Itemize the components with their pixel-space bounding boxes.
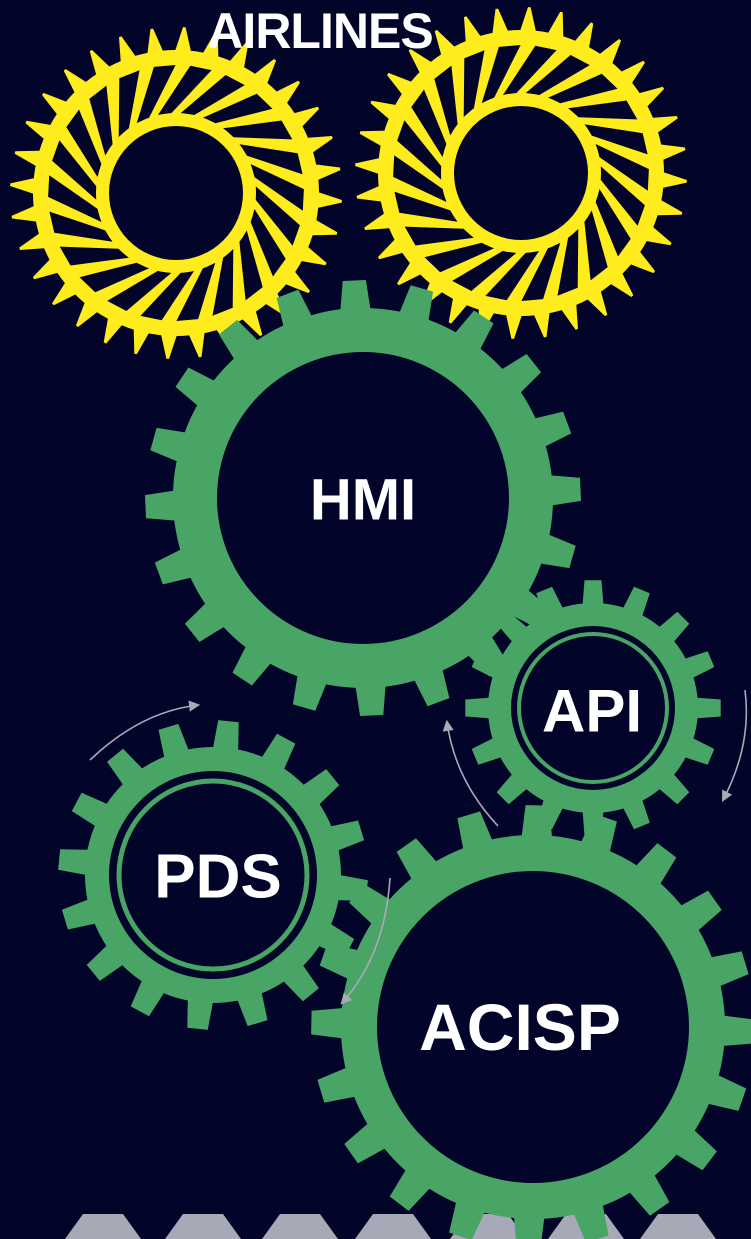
gear-pds <box>58 720 368 1030</box>
yellow-gear-left <box>10 27 342 359</box>
gear-hmi <box>145 280 581 716</box>
rotation-arrow-api-left <box>442 719 499 827</box>
rotation-arrow-acisp <box>340 877 391 1005</box>
title-airlines: AIRLINES <box>207 3 433 59</box>
yellow-gear-right <box>355 7 687 339</box>
rotation-arrow-api-right <box>721 689 748 802</box>
gear-label-api: API <box>542 678 642 745</box>
gear-acisp <box>311 805 751 1239</box>
gear-label-hmi: HMI <box>310 468 416 533</box>
gear-api <box>465 580 721 836</box>
rotation-arrow-pds <box>89 700 201 761</box>
gear-label-acisp: ACISP <box>419 990 621 1064</box>
bottom-teeth-strip <box>65 1214 716 1239</box>
gear-label-pds: PDS <box>154 843 281 912</box>
